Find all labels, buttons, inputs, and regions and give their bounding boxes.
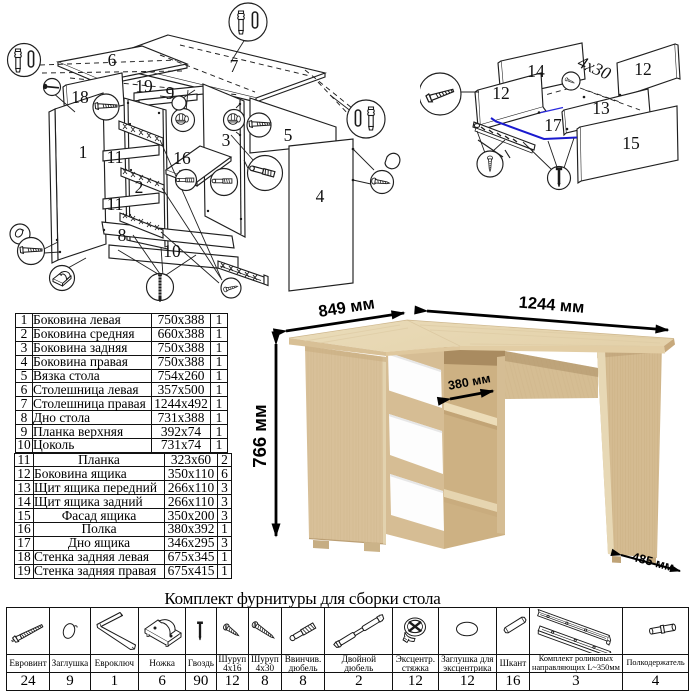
- svg-text:5: 5: [284, 125, 293, 145]
- svg-text:1: 1: [79, 142, 88, 162]
- svg-text:14: 14: [527, 61, 545, 81]
- svg-text:16: 16: [173, 148, 191, 168]
- svg-text:8: 8: [118, 225, 127, 245]
- svg-text:18: 18: [71, 87, 89, 107]
- svg-text:11: 11: [107, 194, 124, 214]
- svg-text:4: 4: [316, 186, 325, 206]
- svg-text:11: 11: [107, 147, 124, 167]
- svg-text:17: 17: [544, 115, 562, 135]
- svg-text:12: 12: [492, 83, 510, 103]
- svg-text:766 мм: 766 мм: [249, 404, 270, 467]
- svg-text:13: 13: [592, 98, 610, 118]
- svg-text:6: 6: [108, 50, 117, 70]
- svg-text:1244 мм: 1244 мм: [518, 294, 585, 317]
- svg-text:9: 9: [166, 83, 175, 103]
- svg-text:12: 12: [634, 59, 652, 79]
- svg-text:849 мм: 849 мм: [317, 294, 376, 321]
- svg-text:3: 3: [222, 130, 231, 150]
- svg-text:10: 10: [163, 241, 181, 261]
- svg-text:19: 19: [135, 76, 153, 96]
- svg-text:15: 15: [622, 133, 640, 153]
- svg-text:7: 7: [230, 56, 239, 76]
- svg-text:2: 2: [135, 177, 144, 197]
